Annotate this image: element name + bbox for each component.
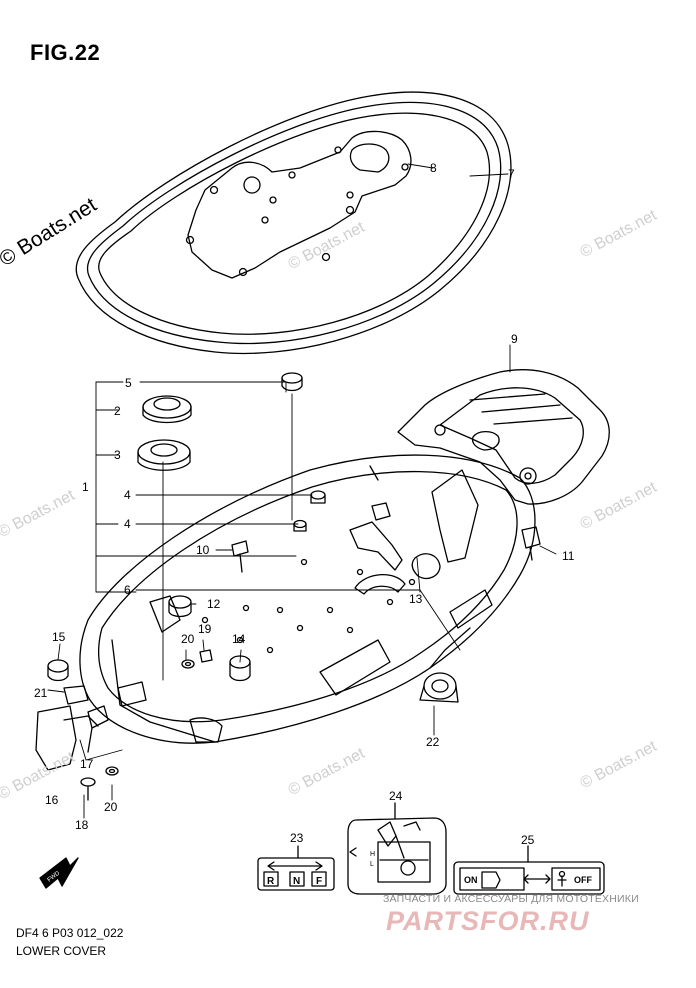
plug-part-4 bbox=[293, 490, 326, 532]
nut-part-19 bbox=[199, 649, 213, 663]
handle-part-9 bbox=[397, 369, 610, 505]
decal-r: R bbox=[267, 876, 275, 887]
callout-21: 21 bbox=[34, 686, 48, 700]
promo-tagline: ЗАПЧАСТИ И АКСЕССУАРЫ ДЛЯ МОТОТЕХНИКИ bbox=[383, 893, 639, 905]
decal-text: R N F H L ON OFF FWD bbox=[47, 851, 593, 887]
decal-f: F bbox=[316, 876, 322, 887]
callout-18: 18 bbox=[75, 818, 89, 832]
decal-h: H bbox=[370, 851, 375, 858]
callout-9: 9 bbox=[511, 332, 518, 346]
callout-14: 14 bbox=[232, 632, 246, 646]
oil-decal-part-24 bbox=[347, 802, 447, 895]
screw-part-18 bbox=[80, 777, 96, 801]
decal-l: L bbox=[370, 861, 374, 868]
callout-1: 1 bbox=[82, 480, 89, 494]
switch-decal-part-25 bbox=[453, 845, 605, 895]
seal-ring-part-7 bbox=[75, 91, 512, 355]
callout-3: 3 bbox=[114, 448, 121, 462]
promo-brand: PARTSFOR.RU bbox=[386, 906, 590, 936]
callout-8: 8 bbox=[430, 161, 437, 175]
grommet-part-2 bbox=[142, 395, 192, 424]
grommet-part-3 bbox=[137, 439, 191, 471]
bracket-part-17 bbox=[87, 705, 109, 753]
bushing-part-12 bbox=[168, 595, 192, 618]
callout-16: 16 bbox=[45, 793, 59, 807]
diagram-name: LOWER COVER bbox=[16, 944, 107, 958]
callout-4a: 4 bbox=[124, 488, 131, 502]
lever-cover-part-16 bbox=[35, 705, 99, 771]
figure-title: FIG.22 bbox=[30, 40, 101, 65]
bolt-part-11 bbox=[371, 502, 541, 561]
callout-19: 19 bbox=[198, 622, 212, 636]
callout-24: 24 bbox=[389, 789, 403, 803]
callout-5: 5 bbox=[125, 376, 132, 390]
leader-lines bbox=[47, 163, 557, 819]
part-callouts: 8 7 9 5 2 3 1 4 4 10 11 6 13 12 19 20 14… bbox=[34, 161, 575, 847]
callout-15: 15 bbox=[52, 630, 66, 644]
decal-off: OFF bbox=[574, 875, 592, 885]
decal-on: ON bbox=[464, 875, 478, 885]
fwd-arrow bbox=[39, 857, 79, 889]
shift-decal-part-23 bbox=[257, 845, 335, 891]
callout-13: 13 bbox=[409, 592, 423, 606]
callout-11: 11 bbox=[562, 549, 575, 563]
callout-23: 23 bbox=[290, 831, 304, 845]
callout-7: 7 bbox=[508, 167, 515, 181]
damper-part-22 bbox=[419, 672, 459, 703]
cap-part-14 bbox=[229, 655, 251, 682]
diagram-code: DF4 6 P03 012_022 bbox=[16, 926, 124, 940]
mount-plate-part-8 bbox=[185, 130, 412, 279]
bolt-part-10 bbox=[231, 540, 249, 573]
callout-20b: 20 bbox=[104, 800, 118, 814]
lower-cover-part-1 bbox=[79, 454, 536, 744]
washer-part-20 bbox=[105, 659, 195, 776]
callout-20a: 20 bbox=[181, 632, 195, 646]
callout-22: 22 bbox=[426, 735, 440, 749]
clip-part-21 bbox=[63, 685, 89, 705]
plug-part-5 bbox=[281, 372, 303, 392]
decal-n: N bbox=[293, 876, 300, 887]
callout-6: 6 bbox=[124, 583, 131, 597]
callout-12: 12 bbox=[207, 597, 221, 611]
callout-10: 10 bbox=[196, 543, 210, 557]
callout-2: 2 bbox=[114, 404, 121, 418]
callout-17: 17 bbox=[80, 757, 94, 771]
callout-25: 25 bbox=[521, 833, 535, 847]
lock-lever-part-13 bbox=[349, 469, 479, 595]
plug-part-15 bbox=[47, 659, 69, 682]
callout-4b: 4 bbox=[124, 517, 131, 531]
